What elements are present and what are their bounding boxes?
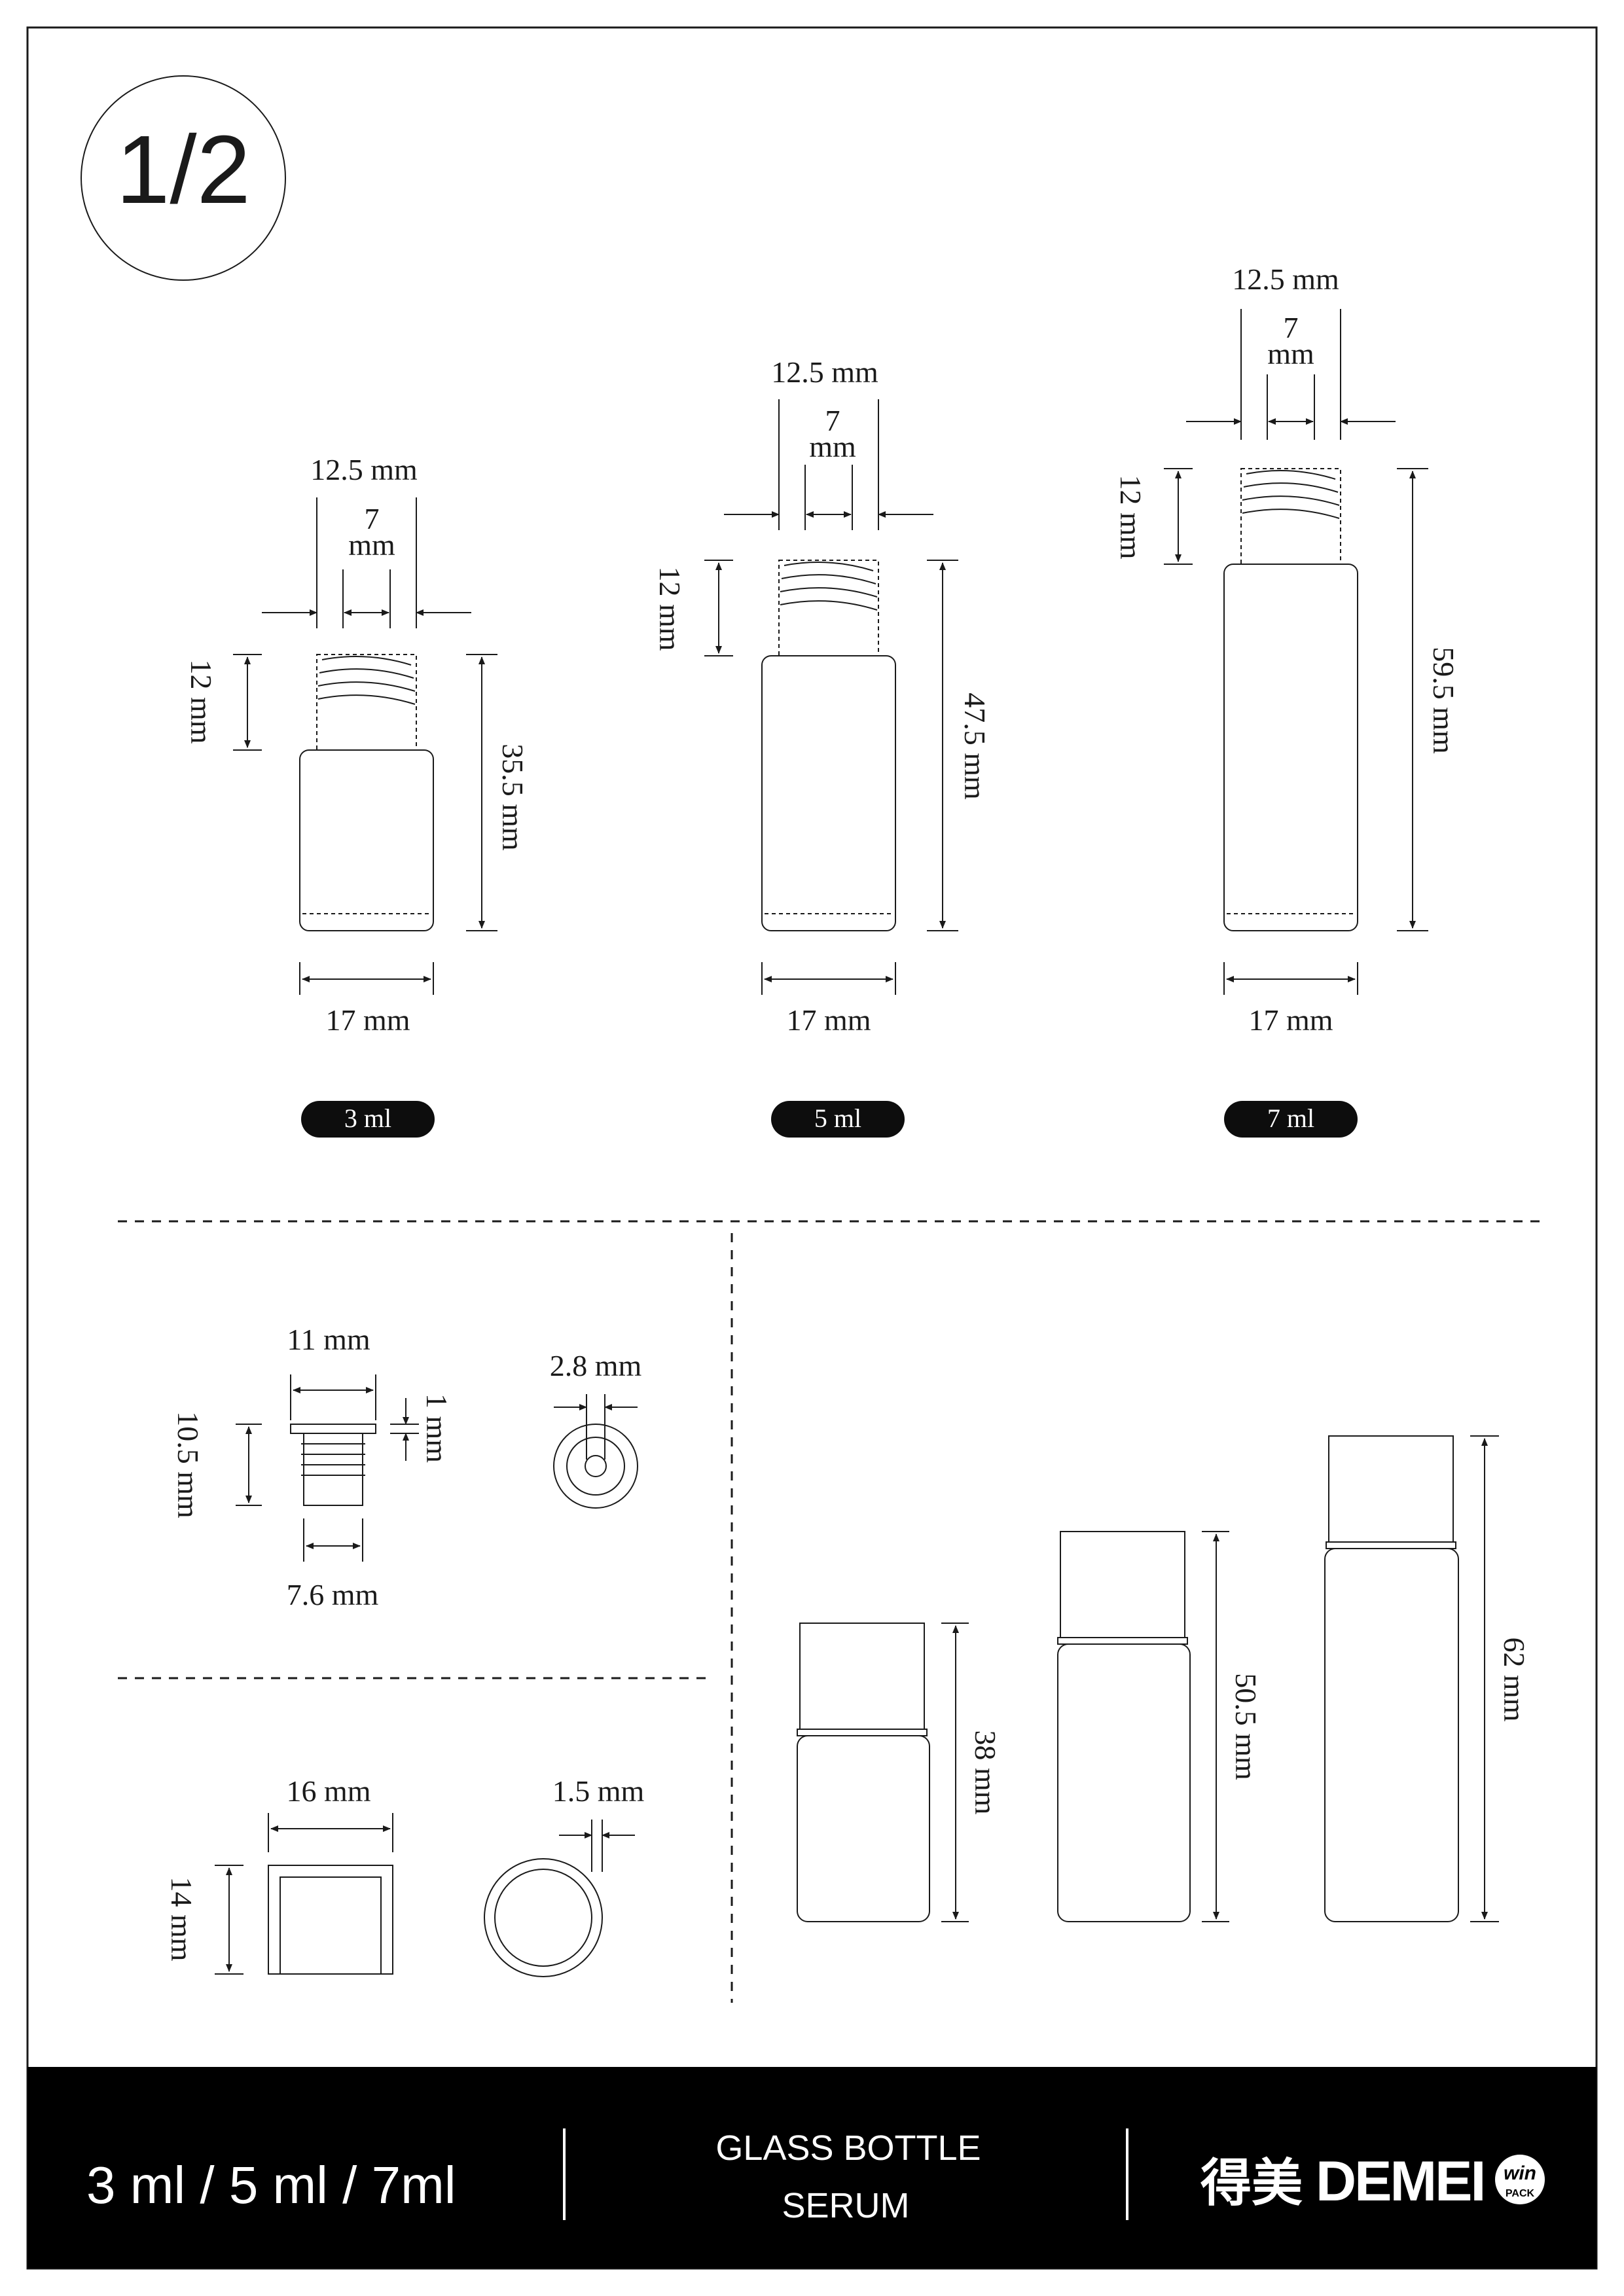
insert-top-width: 11 mm [287, 1323, 370, 1356]
assembled-bottle-7ml [1324, 1435, 1499, 1922]
bottle-3ml-neck-inner: 7 [365, 502, 380, 535]
assembled-height-5ml: 50.5 mm [1229, 1673, 1263, 1780]
bottle-3ml-neck-outer: 12.5 mm [310, 453, 418, 486]
bottle-7ml-capacity-label: 7 ml [1267, 1103, 1314, 1133]
brand-badge-top: win [1504, 2162, 1536, 2184]
bottle-7ml-width: 17 mm [1248, 1003, 1333, 1037]
bottle-5ml-neck-height: 12 mm [653, 566, 687, 651]
cap-width: 16 mm [286, 1774, 370, 1808]
assembled-bottle-5ml [1057, 1531, 1229, 1922]
cap-wall: 1.5 mm [552, 1774, 645, 1808]
insert-flange: 1 mm [420, 1393, 454, 1463]
insert-height: 10.5 mm [171, 1411, 205, 1518]
bottle-7ml-capacity-badge: 7 ml [1224, 1101, 1358, 1138]
assembled-height-3ml: 38 mm [969, 1730, 1002, 1814]
bottle-5ml-neck-inner: 7 [825, 404, 840, 437]
bottle-3ml-drawing [233, 497, 497, 995]
cap-side-view [215, 1813, 393, 1975]
section-dividers [118, 1220, 1540, 2003]
cap-top-view [484, 1820, 635, 1977]
footer-product-line2: SERUM [782, 2186, 909, 2225]
bottle-3ml-capacity-badge: 3 ml [301, 1101, 435, 1138]
bottle-7ml-neck-inner: 7 [1284, 311, 1299, 344]
bottle-7ml-total-height: 59.5 mm [1427, 647, 1460, 754]
footer-bar: 3 ml / 5 ml / 7ml GLASS BOTTLE SERUM 得美 … [27, 2067, 1597, 2269]
bottle-3ml-total-height: 35.5 mm [496, 744, 530, 851]
insert-top-view [553, 1394, 638, 1509]
footer-sizes: 3 ml / 5 ml / 7ml [86, 2156, 456, 2214]
bottle-5ml-total-height: 47.5 mm [958, 692, 992, 800]
bottle-5ml-width: 17 mm [786, 1003, 871, 1037]
assembled-height-7ml: 62 mm [1498, 1637, 1531, 1721]
bottle-5ml-drawing [704, 399, 958, 995]
insert-bottom-width: 7.6 mm [287, 1578, 379, 1611]
bottle-3ml-neck-height: 12 mm [185, 659, 218, 744]
page-badge-label: 1/2 [116, 116, 251, 224]
brand-logo: 得美 DEMEI win PACK [1200, 2150, 1545, 2213]
bottle-7ml-drawing [1164, 309, 1428, 995]
insert-hole: 2.8 mm [550, 1349, 642, 1382]
cap-height: 14 mm [165, 1876, 198, 1961]
insert-side-view [236, 1374, 419, 1562]
bottle-7ml-neck-inner-unit: mm [1267, 337, 1314, 370]
assembled-bottle-3ml [797, 1623, 969, 1922]
bottle-5ml-capacity-badge: 5 ml [771, 1101, 905, 1138]
bottle-3ml-capacity-label: 3 ml [344, 1103, 391, 1133]
brand-en: DEMEI [1316, 2150, 1484, 2213]
bottle-7ml-neck-outer: 12.5 mm [1232, 262, 1339, 296]
page-badge: 1/2 [81, 75, 286, 281]
footer-product-line1: GLASS BOTTLE [715, 2128, 981, 2168]
bottle-5ml-neck-inner-unit: mm [809, 430, 856, 463]
bottle-3ml-width: 17 mm [325, 1003, 410, 1037]
bottle-3ml-neck-inner-unit: mm [348, 528, 395, 562]
brand-badge-bottom: PACK [1506, 2188, 1535, 2199]
bottle-5ml-capacity-label: 5 ml [814, 1103, 861, 1133]
bottle-7ml-neck-height: 12 mm [1114, 475, 1147, 559]
brand-cn: 得美 [1200, 2154, 1303, 2212]
bottle-5ml-neck-outer: 12.5 mm [771, 355, 878, 389]
